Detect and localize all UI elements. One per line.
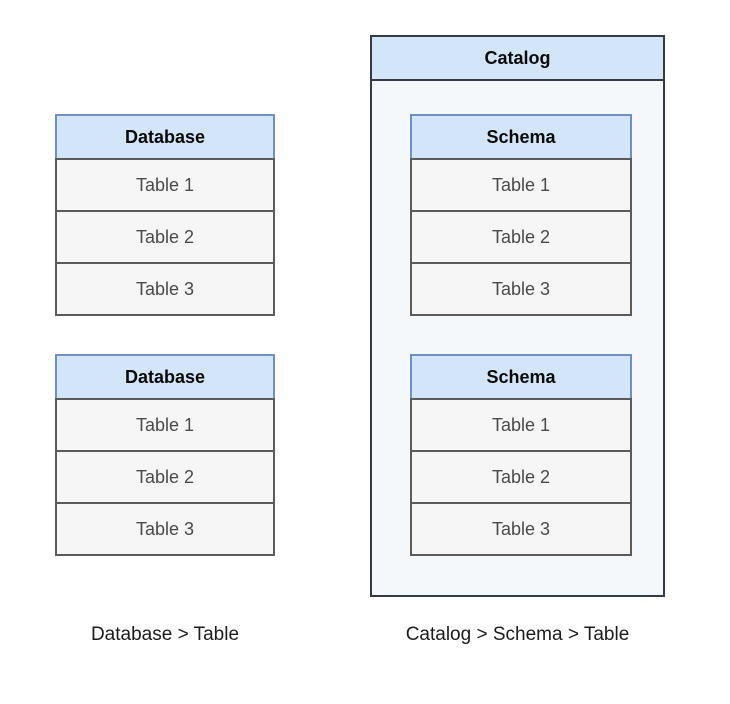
caption-catalog-hierarchy: Catalog > Schema > Table [405, 624, 630, 645]
table-row: Table 1 [55, 398, 275, 452]
table-row: Table 3 [410, 262, 632, 316]
table-row: Table 3 [410, 502, 632, 556]
table-row: Table 1 [55, 158, 275, 212]
table-row: Table 1 [410, 158, 632, 212]
schema-header: Schema [410, 114, 632, 160]
table-row: Table 2 [410, 210, 632, 264]
catalog-container: Catalog Schema Table 1 Table 2 Table 3 S… [370, 35, 665, 597]
table-row: Table 3 [55, 262, 275, 316]
table-row: Table 2 [410, 450, 632, 504]
schema-box-1: Schema Table 1 Table 2 Table 3 [410, 114, 632, 316]
database-box-1: Database Table 1 Table 2 Table 3 [55, 114, 275, 316]
table-row: Table 2 [55, 210, 275, 264]
schema-header: Schema [410, 354, 632, 400]
database-header: Database [55, 114, 275, 160]
caption-database-hierarchy: Database > Table [90, 624, 240, 645]
schema-box-2: Schema Table 1 Table 2 Table 3 [410, 354, 632, 556]
database-header: Database [55, 354, 275, 400]
catalog-header: Catalog [372, 37, 663, 81]
table-row: Table 2 [55, 450, 275, 504]
table-row: Table 3 [55, 502, 275, 556]
database-box-2: Database Table 1 Table 2 Table 3 [55, 354, 275, 556]
table-row: Table 1 [410, 398, 632, 452]
